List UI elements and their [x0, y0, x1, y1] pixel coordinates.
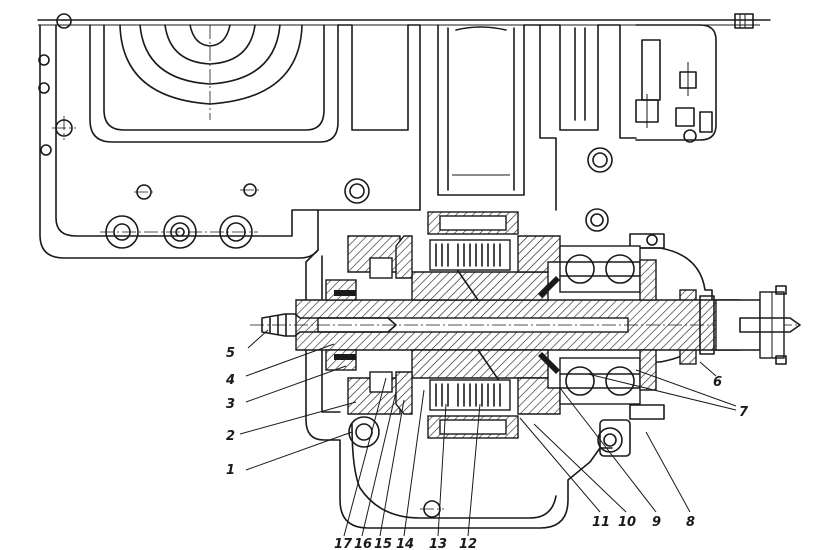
label-2: 2: [226, 429, 235, 444]
bearing-top: [559, 245, 641, 293]
label-12: 12: [459, 537, 477, 550]
label-6: 6: [713, 375, 722, 390]
wall-bolt-1: [344, 178, 370, 204]
label-11: 11: [592, 515, 610, 530]
label-14: 14: [396, 537, 414, 550]
label-3: 3: [226, 397, 235, 412]
wall-bolt-3: [585, 208, 609, 232]
label-17: 17: [334, 537, 353, 550]
leader-lines: [239, 329, 737, 537]
wall-bolt-2: [587, 147, 613, 173]
upper-housing: [37, 13, 771, 259]
label-1: 1: [226, 463, 235, 478]
spring-pack-bottom: [429, 379, 511, 411]
main-shaft: [250, 285, 801, 365]
label-7: 7: [739, 405, 749, 420]
label-9: 9: [652, 515, 661, 530]
label-5: 5: [226, 346, 235, 361]
label-16: 16: [354, 537, 372, 550]
label-15: 15: [374, 537, 392, 550]
label-8: 8: [686, 515, 695, 530]
spring-pack-top: [429, 239, 511, 271]
label-10: 10: [618, 515, 636, 530]
label-13: 13: [429, 537, 447, 550]
bearing-bottom: [559, 357, 641, 405]
callout-labels: 1 2 3 4 5 6 7 8 9 10 11 12 13 14 15 16 1…: [225, 346, 749, 550]
label-4: 4: [225, 373, 235, 388]
flange-bolt-left: [348, 416, 380, 448]
top-bolt-left: [56, 13, 72, 29]
